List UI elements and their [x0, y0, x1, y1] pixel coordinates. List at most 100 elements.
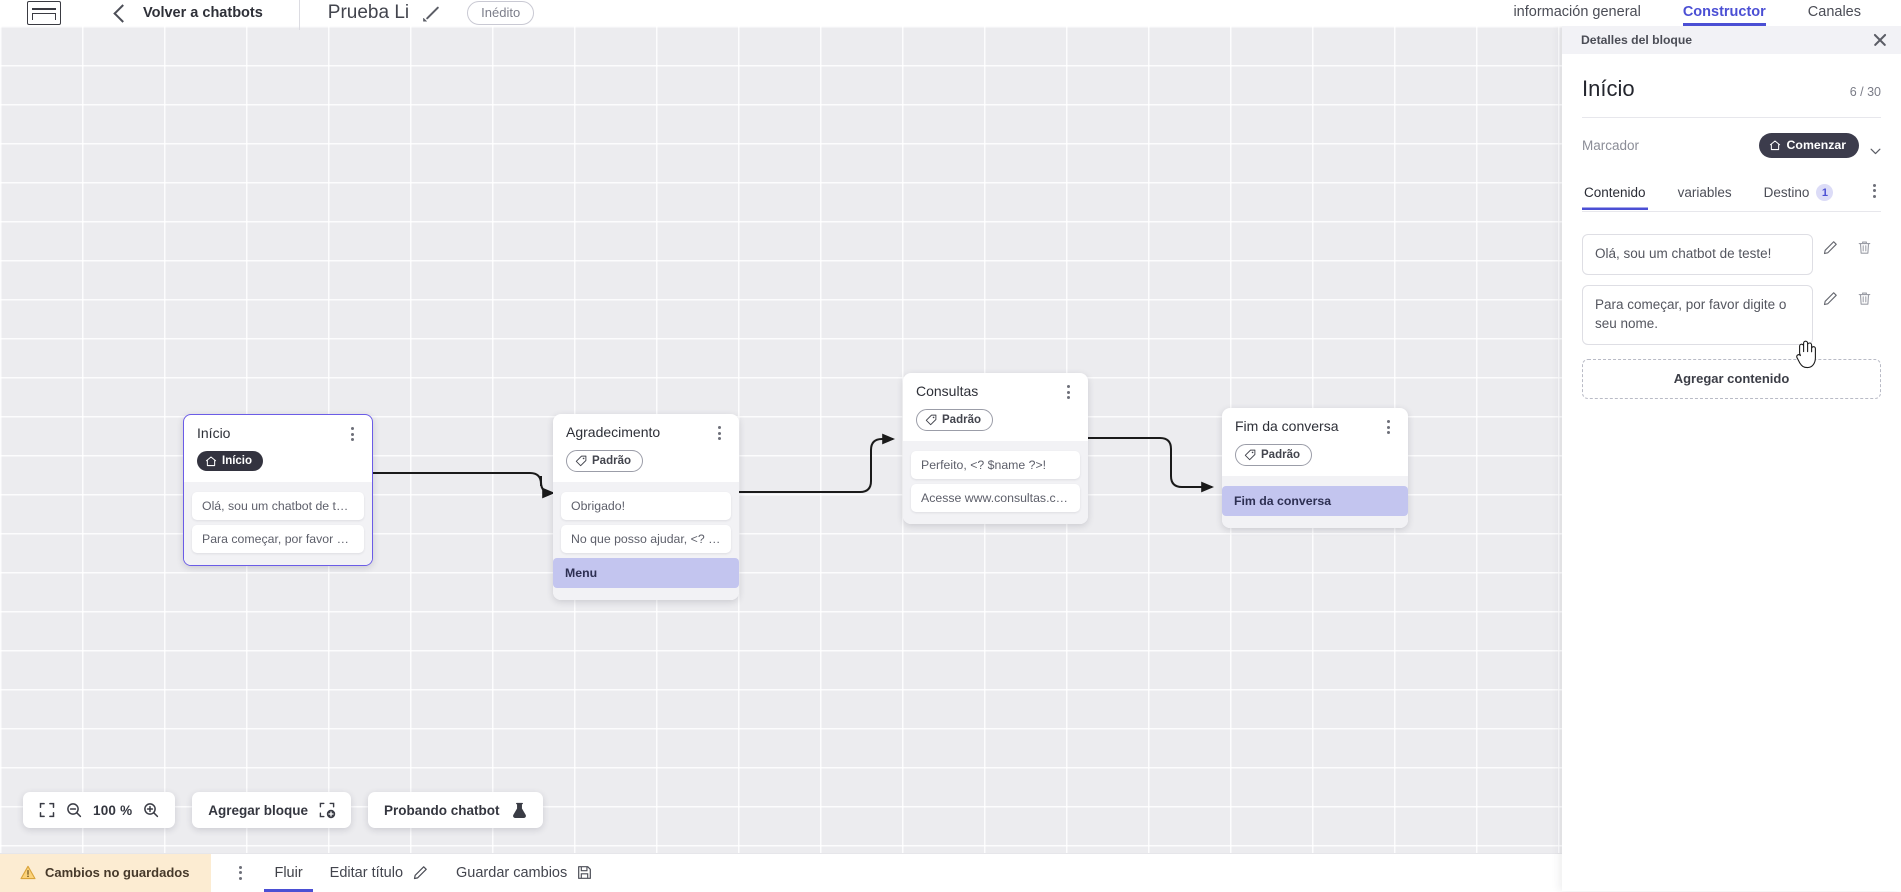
status-bar: Cambios no guardados Fluir Editar título… — [0, 853, 1562, 891]
add-content-label: Agregar contenido — [1674, 371, 1790, 386]
more-vertical-icon[interactable] — [1061, 384, 1075, 400]
content-text[interactable]: Olá, sou um chatbot de teste! — [1582, 234, 1813, 275]
node-title: Início — [197, 426, 230, 441]
zoom-controls: 100 % — [23, 792, 175, 828]
node-badge-label: Padrão — [1261, 449, 1300, 461]
test-chatbot-button[interactable]: Probando chatbot — [368, 792, 543, 828]
node-badge-label: Início — [222, 455, 252, 467]
add-block-icon — [319, 802, 335, 818]
content-list: Olá, sou um chatbot de teste! Para começ… — [1582, 212, 1881, 399]
warning-triangle-icon — [20, 865, 36, 880]
panel-block-title: Início — [1582, 76, 1635, 102]
tag-icon — [925, 414, 937, 426]
app-logo-icon[interactable] — [27, 1, 61, 25]
node-message[interactable]: Acesse www.consultas.com par... — [911, 484, 1080, 512]
marker-row: Marcador Comenzar — [1582, 118, 1881, 171]
status-badge: Inédito — [467, 1, 534, 25]
unsaved-changes-label: Cambios no guardados — [45, 865, 189, 880]
zoom-out-icon[interactable] — [66, 802, 82, 818]
tab-variables[interactable]: variables — [1676, 179, 1734, 210]
node-message[interactable]: Perfeito, <? $name ?>! — [911, 451, 1080, 479]
tab-destino[interactable]: Destino 1 — [1762, 178, 1836, 211]
node-message[interactable]: Olá, sou um chatbot de teste! — [192, 492, 364, 520]
node-header: Fim da conversa Padrão — [1222, 408, 1408, 476]
node-message-end[interactable]: Fim da conversa — [1222, 486, 1408, 516]
close-icon[interactable] — [1873, 33, 1887, 47]
add-block-button[interactable]: Agregar bloque — [192, 792, 351, 828]
marker-value-label: Comenzar — [1787, 138, 1846, 152]
more-vertical-icon[interactable] — [712, 425, 726, 441]
node-message[interactable]: No que posso ajudar, <? $name ... — [561, 525, 731, 553]
top-header: Volver a chatbots Prueba Li Inédito info… — [0, 0, 1901, 26]
trash-icon[interactable] — [1847, 291, 1881, 306]
flask-icon — [511, 802, 527, 818]
flow-node-inicio[interactable]: Início Início Olá, sou um chatbot de tes… — [183, 414, 373, 566]
block-details-panel: Detalles del bloque Início 6 / 30 Marcad… — [1562, 26, 1901, 891]
tag-icon — [1244, 449, 1256, 461]
node-badge-default: Padrão — [566, 450, 643, 472]
tab-constructor[interactable]: Constructor — [1683, 4, 1766, 26]
more-vertical-icon[interactable] — [1381, 419, 1395, 435]
flow-canvas[interactable]: Início Início Olá, sou um chatbot de tes… — [0, 26, 1562, 864]
header-tabs: información general Constructor Canales — [1513, 0, 1901, 26]
node-header: Agradecimento Padrão — [553, 414, 739, 482]
chevron-left-icon[interactable] — [113, 4, 131, 22]
node-body: Perfeito, <? $name ?>! Acesse www.consul… — [903, 441, 1088, 524]
home-icon — [1769, 140, 1781, 151]
tab-contenido[interactable]: Contenido — [1582, 179, 1648, 210]
save-changes-button[interactable]: Guardar cambios — [456, 865, 593, 881]
trash-icon[interactable] — [1847, 240, 1881, 255]
node-title: Agradecimento — [566, 425, 660, 440]
node-message[interactable]: Obrigado! — [561, 492, 731, 520]
more-vertical-icon[interactable] — [1867, 183, 1881, 199]
pencil-icon[interactable] — [423, 5, 440, 22]
header-divider — [299, 0, 300, 30]
flow-node-agradecimento[interactable]: Agradecimento Padrão Obrigado! No que po… — [553, 414, 739, 600]
home-icon — [205, 456, 217, 467]
content-item-actions — [1813, 285, 1881, 306]
statusbar-fluir-label: Fluir — [274, 865, 302, 881]
fit-screen-icon[interactable] — [39, 802, 55, 818]
tab-contenido-label: Contenido — [1584, 185, 1646, 200]
edit-title-button[interactable]: Editar título — [330, 865, 429, 881]
marker-label: Marcador — [1582, 138, 1639, 153]
more-vertical-icon[interactable] — [233, 865, 247, 881]
chevron-down-icon[interactable] — [1870, 142, 1881, 149]
page-title: Prueba Li — [328, 2, 409, 24]
node-badge-label: Padrão — [592, 455, 631, 467]
node-badge-default: Padrão — [1235, 444, 1312, 466]
test-chatbot-label: Probando chatbot — [384, 803, 500, 818]
node-header: Início Início — [184, 415, 372, 482]
pencil-icon — [413, 865, 429, 881]
panel-header-title: Detalles del bloque — [1581, 33, 1692, 47]
tab-canales[interactable]: Canales — [1808, 4, 1861, 26]
marker-value-pill[interactable]: Comenzar — [1759, 133, 1859, 158]
flow-node-consultas[interactable]: Consultas Padrão Perfeito, <? $name ?>! … — [903, 373, 1088, 524]
tab-destino-label: Destino — [1764, 185, 1810, 200]
zoom-in-icon[interactable] — [143, 802, 159, 818]
node-body: Obrigado! No que posso ajudar, <? $name … — [553, 482, 739, 600]
node-badge-label: Padrão — [942, 414, 981, 426]
pencil-icon[interactable] — [1813, 240, 1847, 255]
panel-body: Início 6 / 30 Marcador Comenzar Contenid… — [1562, 54, 1901, 399]
save-disk-icon — [577, 865, 593, 881]
content-item: Olá, sou um chatbot de teste! — [1582, 234, 1881, 275]
content-item-actions — [1813, 234, 1881, 255]
node-body: Olá, sou um chatbot de teste! Para começ… — [184, 482, 372, 565]
add-content-button[interactable]: Agregar contenido — [1582, 359, 1881, 399]
tab-informacion-general[interactable]: información general — [1513, 4, 1640, 26]
content-text[interactable]: Para começar, por favor digite o seu nom… — [1582, 285, 1813, 345]
panel-block-count: 6 / 30 — [1850, 85, 1881, 99]
back-to-chatbots-link[interactable]: Volver a chatbots — [143, 5, 263, 21]
flow-node-fim-da-conversa[interactable]: Fim da conversa Padrão Fim da conversa — [1222, 408, 1408, 528]
pencil-icon[interactable] — [1813, 291, 1847, 306]
save-changes-label: Guardar cambios — [456, 865, 567, 881]
node-badge-default: Padrão — [916, 409, 993, 431]
more-vertical-icon[interactable] — [345, 426, 359, 442]
node-message[interactable]: Para começar, por favor digite o ... — [192, 525, 364, 553]
node-title: Fim da conversa — [1235, 419, 1338, 434]
statusbar-tab-fluir[interactable]: Fluir — [274, 865, 302, 881]
tab-variables-label: variables — [1678, 185, 1732, 200]
node-message-menu[interactable]: Menu — [553, 558, 739, 588]
panel-tabs: Contenido variables Destino 1 — [1582, 171, 1881, 212]
